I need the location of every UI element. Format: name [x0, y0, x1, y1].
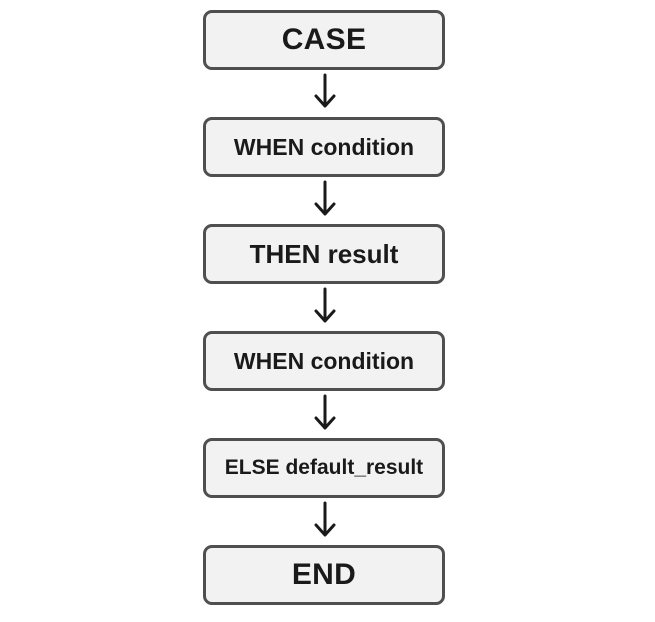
case-node: CASE: [203, 10, 445, 70]
when-condition-node-2-label: WHEN condition: [233, 347, 415, 374]
arrow-else-to-end: [314, 501, 336, 537]
end-node-label: END: [291, 558, 357, 591]
else-default-node: ELSE default_result: [203, 438, 445, 498]
when-condition-node-2: WHEN condition: [203, 331, 445, 391]
arrow-case-to-when: [314, 73, 336, 108]
else-default-node-label: ELSE default_result: [224, 456, 424, 479]
when-condition-node: WHEN condition: [203, 117, 445, 177]
end-node: END: [203, 545, 445, 605]
arrow-then-to-when: [314, 287, 336, 323]
when-condition-node-label: WHEN condition: [233, 133, 415, 160]
case-node-label: CASE: [281, 23, 367, 56]
arrow-when-to-then: [314, 180, 336, 216]
then-result-node: THEN result: [203, 224, 445, 284]
then-result-node-label: THEN result: [249, 238, 399, 269]
arrow-when-to-else: [314, 394, 336, 430]
